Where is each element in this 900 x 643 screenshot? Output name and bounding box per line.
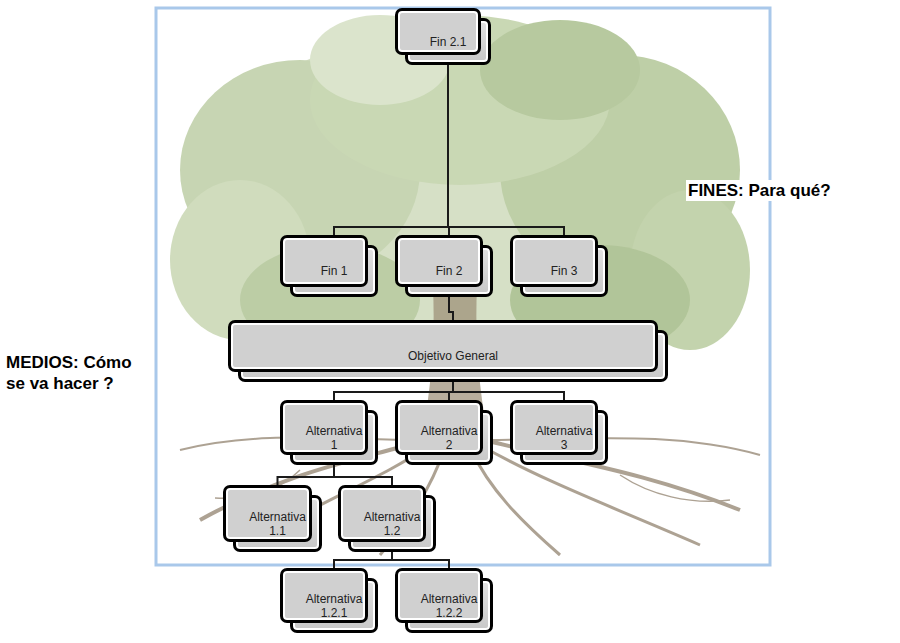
box-label: Fin 1: [321, 264, 348, 278]
box-shadow-copy: [228, 320, 658, 372]
box-label: Alternativa 1.2.2: [417, 592, 481, 620]
box-shadow-copy: [280, 235, 368, 287]
box-label: Alternativa 1.2.1: [302, 592, 366, 620]
hierarchy-box: Fin 2.1: [405, 18, 491, 65]
box-label: Alternativa 1: [302, 424, 366, 452]
box-label: Alternativa 1.2: [360, 510, 424, 538]
tree-connector: [448, 65, 564, 245]
box-shadow-copy: [395, 235, 483, 287]
hierarchy-box: Fin 1: [290, 245, 378, 297]
hierarchy-box: Objetivo General: [238, 330, 668, 382]
side-note: FINES: Para qué?: [686, 180, 833, 201]
hierarchy-box: Alternativa 1.2.1: [290, 578, 378, 633]
tree-connector: [334, 65, 448, 245]
hierarchy-box: Alternativa 1: [290, 410, 378, 465]
box-label: Alternativa 2: [417, 424, 481, 452]
box-shadow-copy: [510, 235, 598, 287]
side-note: MEDIOS: Cómo se va hacer ?: [4, 352, 150, 394]
hierarchy-box: Fin 2: [405, 245, 493, 297]
hierarchy-box: Alternativa 1.2.2: [405, 578, 493, 633]
picture-frame: [156, 8, 770, 565]
hierarchy-box: Alternativa 2: [405, 410, 493, 465]
box-label: Fin 3: [551, 264, 578, 278]
box-label: Fin 2: [436, 264, 463, 278]
hierarchy-box: Fin 3: [520, 245, 608, 297]
box-label: Objetivo General: [408, 349, 498, 363]
hierarchy-box: Alternativa 1.1: [233, 495, 322, 552]
box-label: Alternativa 3: [532, 424, 596, 452]
box-label: Fin 2.1: [430, 35, 467, 49]
hierarchy-box: Alternativa 1.2: [348, 495, 436, 552]
box-label: Alternativa 1.1: [246, 510, 310, 538]
hierarchy-box: Alternativa 3: [520, 410, 608, 465]
